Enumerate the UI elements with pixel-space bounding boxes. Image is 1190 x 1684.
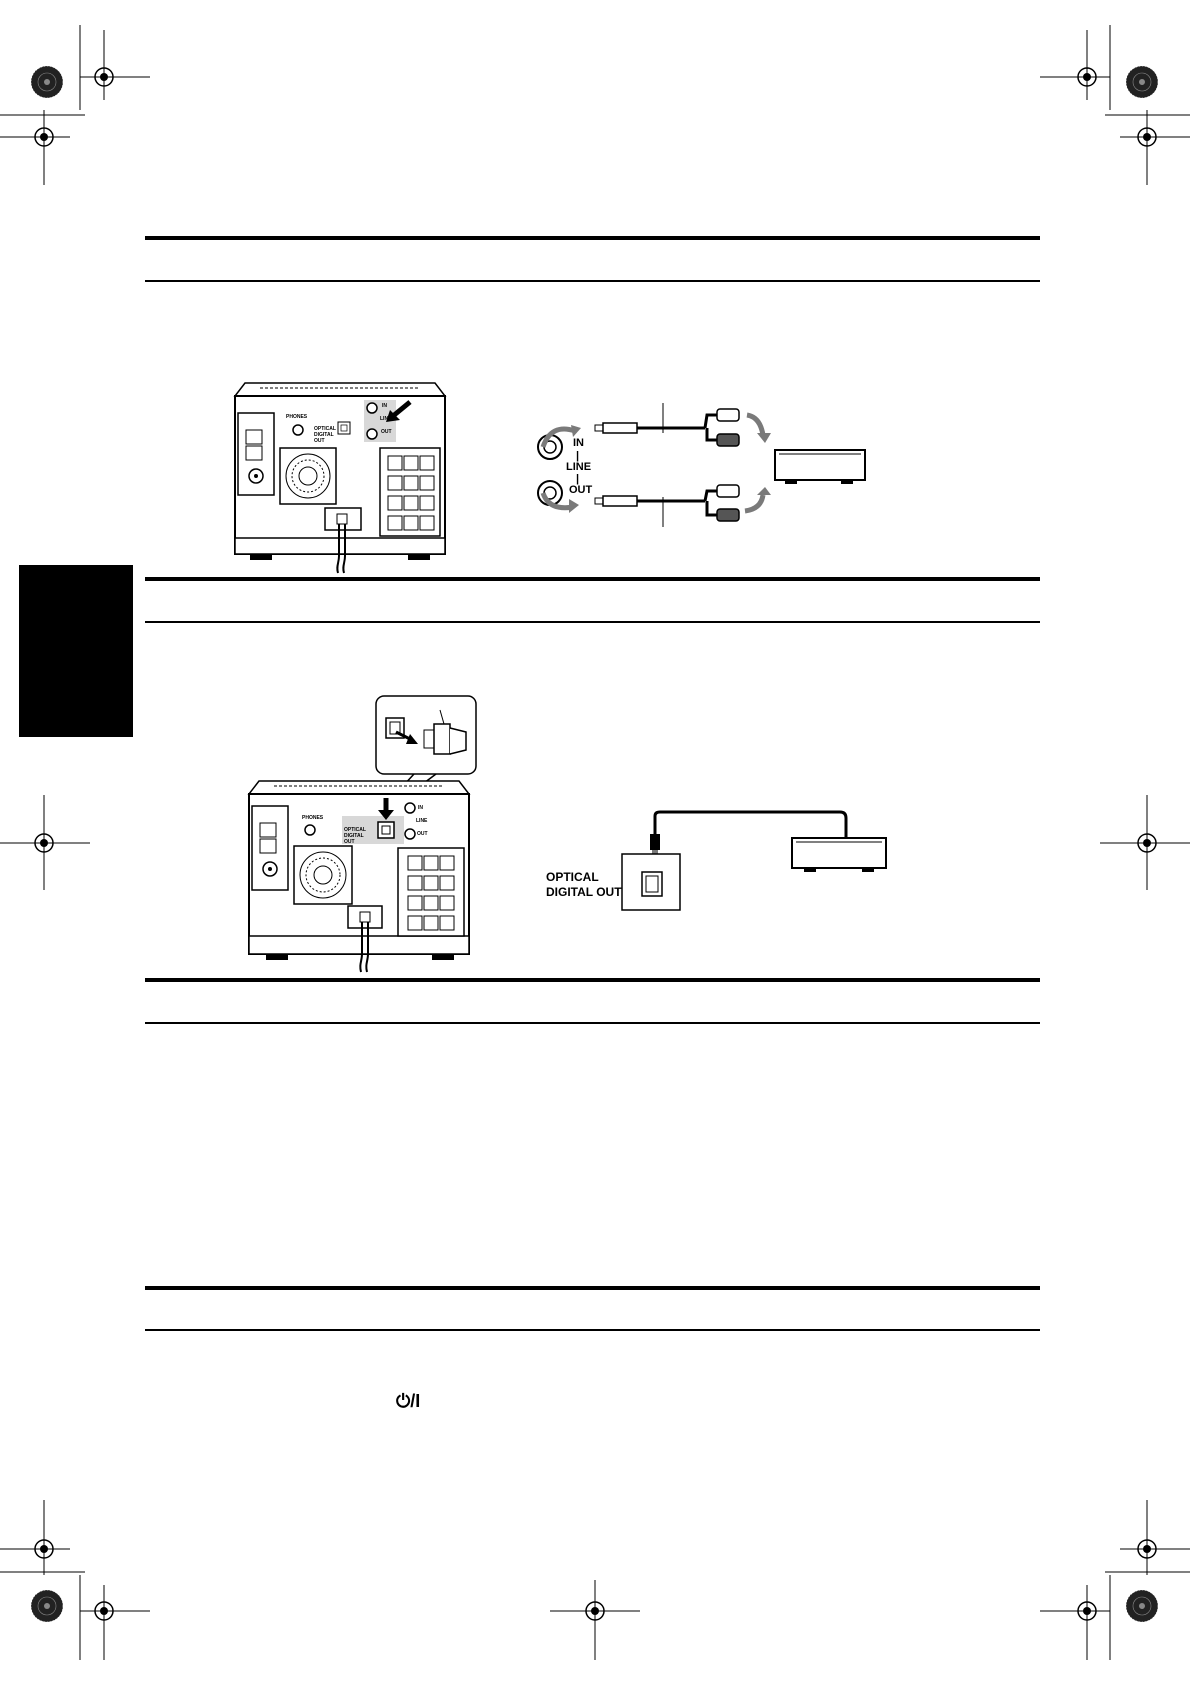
line-label: LINE xyxy=(566,461,592,473)
section-rule-bottom-2 xyxy=(145,621,1040,623)
power-standby-icon: ⏻/I xyxy=(396,1391,421,1411)
unit-rear-panel-1 xyxy=(233,382,447,574)
section-rule-bottom-3 xyxy=(145,1022,1040,1024)
unit-out-label-2: OUT xyxy=(417,831,428,837)
line-out-label: OUT xyxy=(569,484,593,496)
section-tab xyxy=(19,565,133,737)
section-rule-top-2 xyxy=(145,577,1040,581)
unit-line-label-2: LINE xyxy=(416,818,428,824)
section-rule-bottom-4 xyxy=(145,1329,1040,1331)
optical-digital-out-label: OPTICAL DIGITAL OUT xyxy=(546,870,622,899)
unit-in-label-1: IN xyxy=(382,403,387,409)
unit-out-label-1: OUT xyxy=(381,429,392,435)
section-rule-bottom-1 xyxy=(145,280,1040,282)
phones-label-2: PHONES xyxy=(302,815,324,821)
optical-small-label-2: OPTICAL DIGITAL OUT xyxy=(344,827,366,845)
unit-rear-panel-2 xyxy=(247,780,471,973)
section-rule-top-4 xyxy=(145,1286,1040,1290)
optical-cable-diagram xyxy=(621,810,887,911)
unit-in-label-2: IN xyxy=(418,805,423,811)
section-rule-top-1 xyxy=(145,236,1040,240)
section-rule-top-3 xyxy=(145,978,1040,982)
unit-line-label-1: LINE xyxy=(380,416,392,422)
line-in-label: IN xyxy=(573,437,584,449)
optical-small-label-1: OPTICAL DIGITAL OUT xyxy=(314,426,336,444)
phones-label-1: PHONES xyxy=(286,414,308,420)
optical-cap-callout xyxy=(375,695,477,799)
line-cable-diagram xyxy=(537,403,866,527)
